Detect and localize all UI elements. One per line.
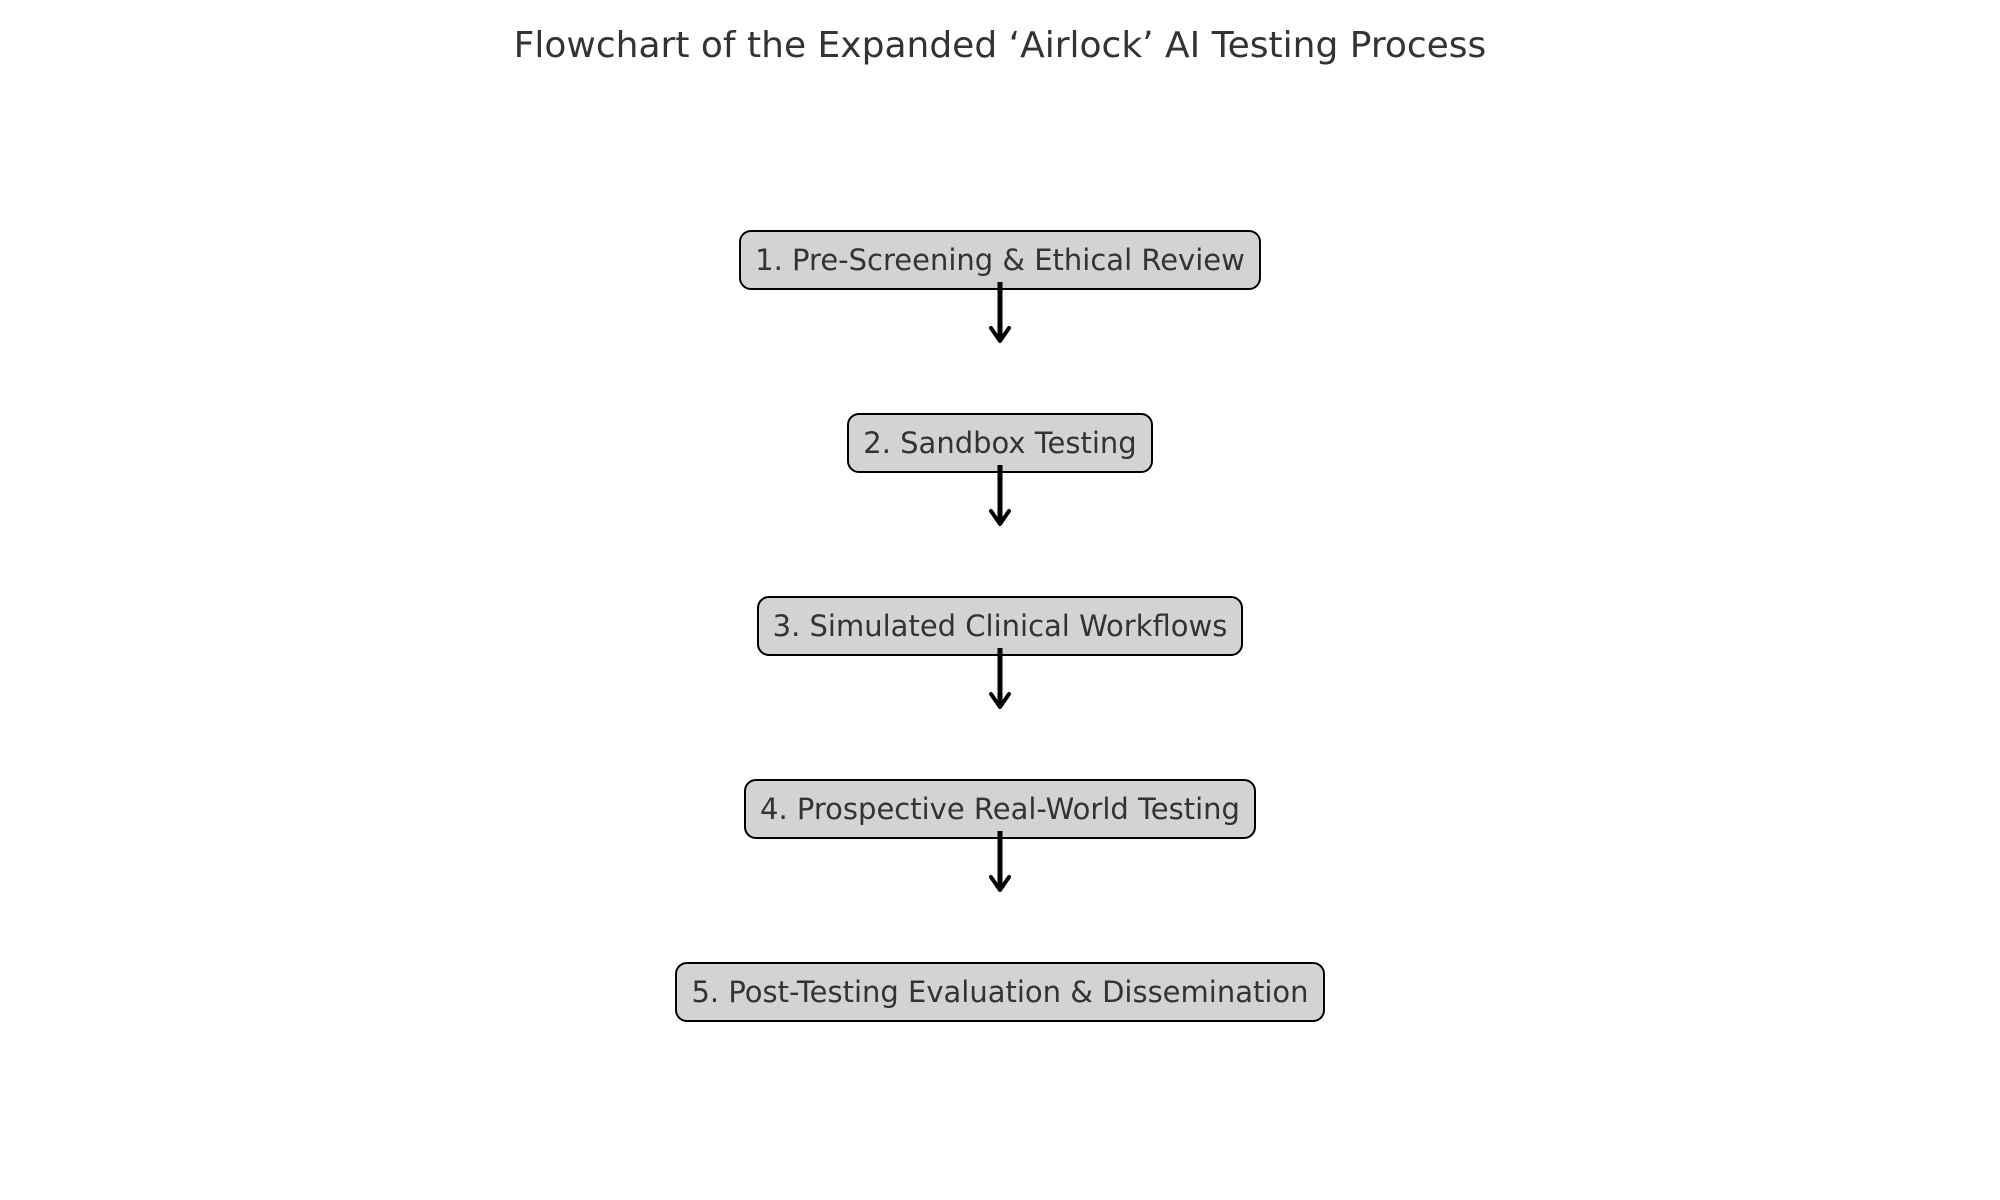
step-5-box: 5. Post-Testing Evaluation & Disseminati… [675, 962, 1325, 1022]
step-3-box: 3. Simulated Clinical Workflows [756, 596, 1244, 656]
step-4: 4. Prospective Real-World Testing [0, 779, 2000, 839]
step-4-box: 4. Prospective Real-World Testing [744, 779, 1256, 839]
step-1: 1. Pre-Screening & Ethical Review [0, 230, 2000, 290]
step-5: 5. Post-Testing Evaluation & Disseminati… [0, 962, 2000, 1022]
arrow-step-2-to-3-icon [989, 465, 1011, 526]
step-1-box: 1. Pre-Screening & Ethical Review [739, 230, 1261, 290]
arrow-step-3-to-4-icon [989, 648, 1011, 709]
step-3: 3. Simulated Clinical Workflows [0, 596, 2000, 656]
arrow-step-1-to-2-icon [989, 282, 1011, 343]
arrow-step-4-to-5-icon [989, 831, 1011, 892]
step-2: 2. Sandbox Testing [0, 413, 2000, 473]
step-2-box: 2. Sandbox Testing [847, 413, 1153, 473]
diagram-title: Flowchart of the Expanded ‘Airlock’ AI T… [513, 25, 1487, 66]
